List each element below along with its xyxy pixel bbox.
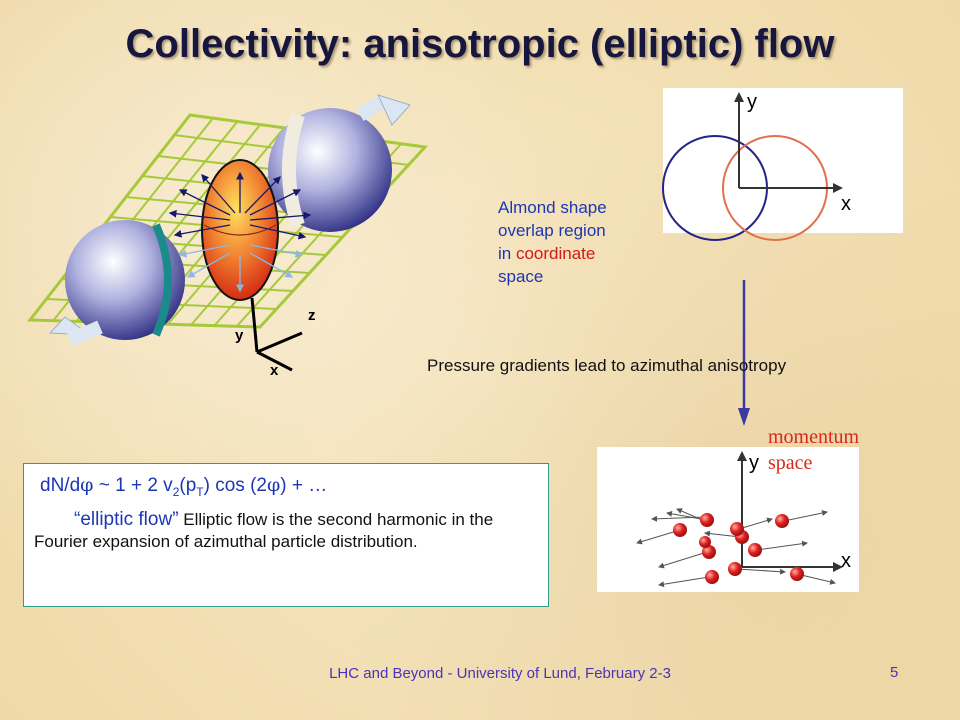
flow-arrows-light [178,244,304,293]
almond-line-1: Almond shape [498,198,607,217]
momentum-line-1: momentum [768,426,860,448]
phi-symbol-2: φ [266,474,281,496]
elliptic-flow-description: “elliptic flow” Elliptic flow is the sec… [34,509,538,553]
axis-label-y: y [235,327,244,344]
almond-line-2: overlap region [498,221,606,240]
collision-diagram: z y x [26,93,429,379]
formula-cos: ) cos (2 [203,475,267,496]
formula-box: dN/dφ ~ 1 + 2 v2(pT) cos (2φ) + … “ellip… [23,463,549,607]
transition-arrow [738,280,750,426]
plot1-x-label: x [841,193,851,215]
coordinate-space-plot: y x [662,88,903,241]
description-text: Elliptic flow is the second harmonic in … [34,509,494,551]
particles [673,513,804,584]
particle-arrows [636,508,836,588]
flow-arrows [168,171,312,240]
flow-formula: dN/dφ ~ 1 + 2 v2(pT) cos (2φ) + … [40,474,538,499]
formula-pt: (p [179,475,197,496]
v2-subscript: 2 [172,484,180,499]
plot1-y-label: y [747,91,757,113]
pressure-gradient-text: Pressure gradients lead to azimuthal ani… [427,356,787,375]
almond-line-3: in coordinate [498,242,658,265]
slide-title: Collectivity: anisotropic (elliptic) flo… [125,22,835,66]
momentum-space-plot: y x [597,447,859,592]
formula-prefix: dN/d [40,475,81,496]
page-number: 5 [890,664,899,681]
formula-mid: ~ 1 + 2 v [93,475,173,496]
axis-label-x: x [270,362,279,379]
plot2-y-label: y [749,452,759,474]
momentum-line-2: space [768,452,813,474]
almond-line-3-prefix: in [498,244,516,263]
right-nucleus [268,93,411,232]
elliptic-flow-term: “elliptic flow” [74,508,179,530]
almond-shape-label: Almond shape overlap region in coordinat… [498,196,658,288]
left-nucleus [48,220,185,347]
almond-line-4: space [498,267,544,286]
slide-footer: LHC and Beyond - University of Lund, Feb… [329,665,671,682]
coordinate-highlight: coordinate [515,244,596,263]
formula-tail: ) + … [280,475,328,496]
pt-subscript: T [196,484,204,499]
plot2-x-label: x [841,550,851,572]
coordinate-axes [250,297,303,372]
phi-symbol: φ [80,474,94,496]
axis-label-z: z [308,307,316,324]
momentum-space-label: momentum space [768,424,888,476]
